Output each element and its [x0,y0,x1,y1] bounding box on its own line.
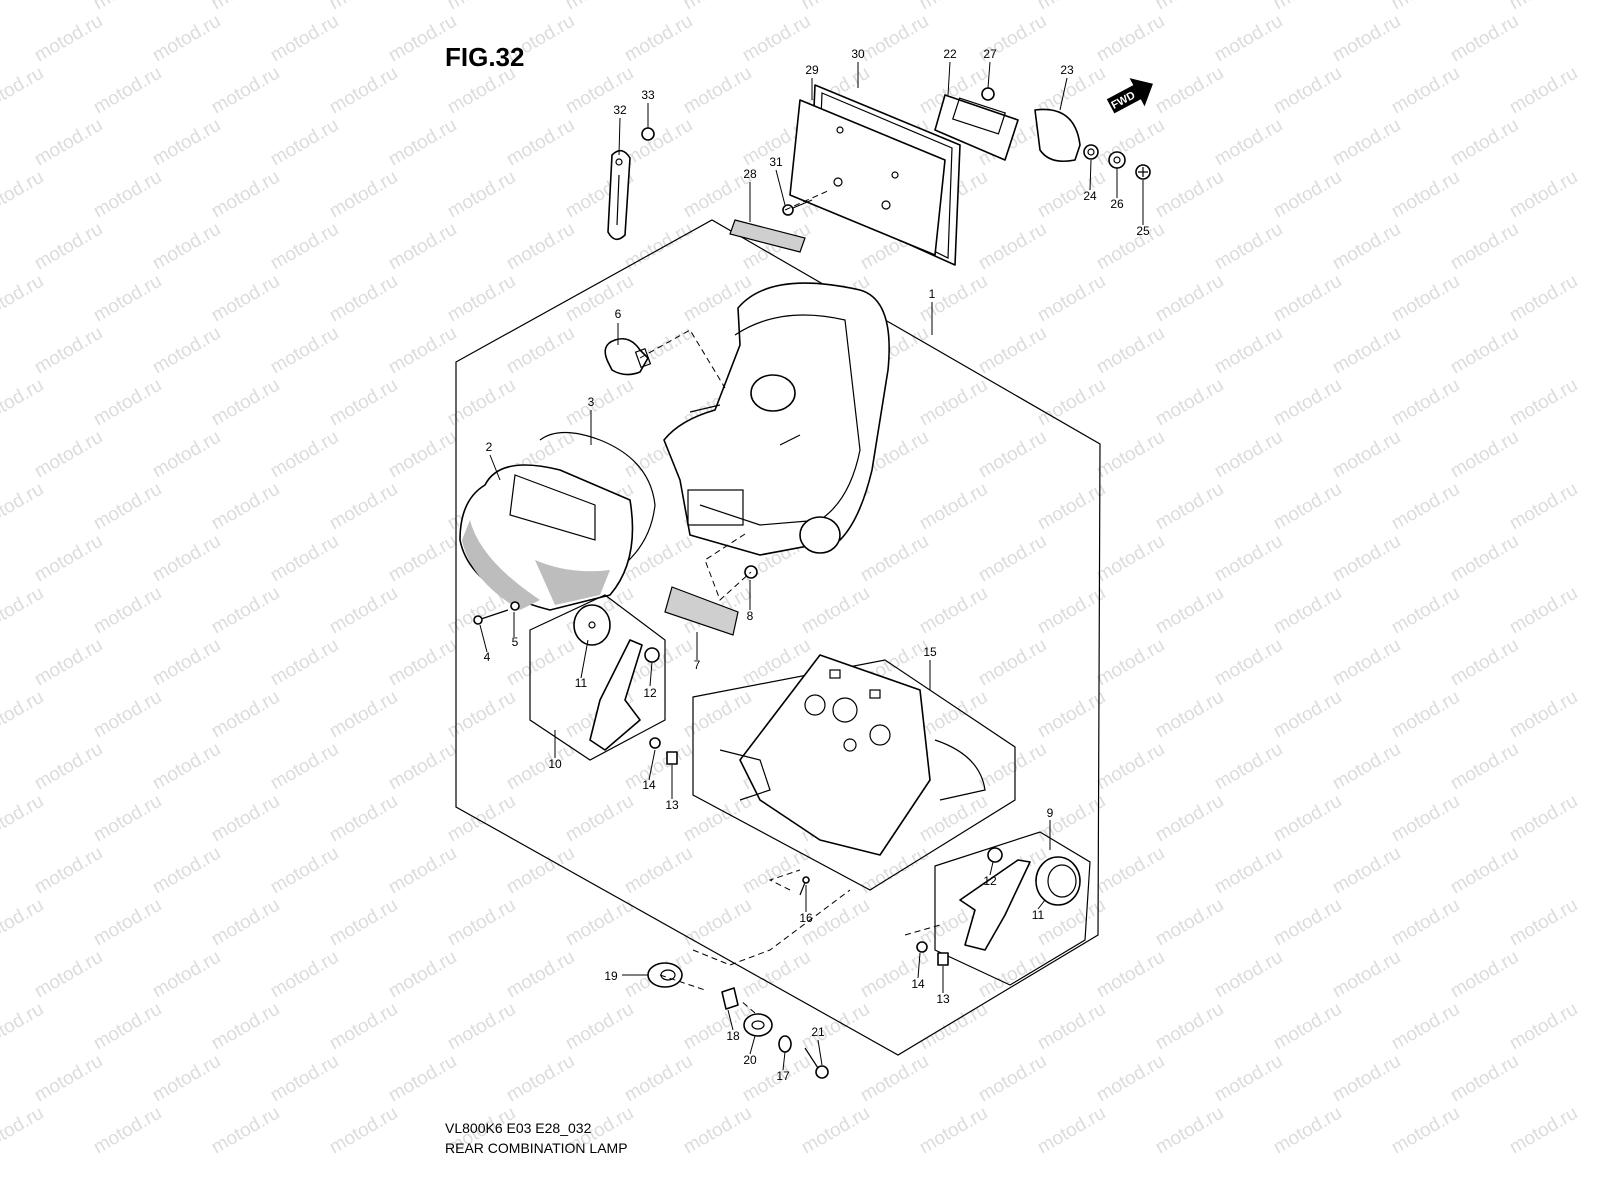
license-lamp-cover [1034,108,1081,163]
callout-8: 8 [747,609,754,623]
nut-12-left [644,647,660,663]
nut-24 [1083,144,1099,160]
callout-2: 2 [486,440,493,454]
nut-12-right [987,847,1003,863]
callout-labels: 1 2 3 4 5 6 7 8 9 10 11 11 12 12 13 13 1… [484,47,1150,1083]
callout-14-right: 14 [911,977,925,991]
collar-18 [721,987,739,1010]
callout-24: 24 [1083,189,1097,203]
assembly-dash-lines [639,189,941,1014]
callout-22: 22 [943,47,957,61]
turn-signal-stay-left [589,639,643,751]
bolt-21 [804,1047,829,1079]
model-code: VL800K6 E03 E28_032 [445,1120,592,1136]
nut-27 [981,87,995,101]
washer-14-left [649,737,661,749]
grommet-19 [647,962,683,988]
figure-caption: REAR COMBINATION LAMP [445,1140,628,1156]
callout-26: 26 [1110,197,1124,211]
callout-33: 33 [641,88,655,102]
leader-lines [479,61,1144,1071]
callout-17: 17 [776,1069,790,1083]
callout-23: 23 [1060,63,1074,77]
reflector-strip-28 [729,219,806,253]
screw-4 [473,609,509,625]
lamp-housing [663,282,890,556]
callout-7: 7 [694,658,701,672]
bracket-strap-32 [607,149,631,241]
tail-lamp-lens-2 [459,464,634,611]
turn-signal-box-right [934,831,1091,986]
figure-title: FIG.32 [445,42,524,72]
callout-20: 20 [743,1053,757,1067]
callout-28: 28 [743,167,757,181]
bolt-25 [1135,164,1151,180]
turn-signal-stay-right [959,859,1031,951]
callout-16: 16 [799,911,813,925]
washer-26 [1108,151,1126,169]
callout-27: 27 [983,47,997,61]
bracket-box [692,659,1016,891]
callout-1: 1 [929,287,936,301]
callout-5: 5 [512,635,519,649]
license-lamp-housing [934,94,1019,161]
callout-14-left: 14 [642,778,656,792]
callout-11-right: 11 [1032,908,1045,922]
bolt-13-left [666,751,678,765]
assembly-frame [455,219,1101,1056]
callout-4: 4 [484,650,491,664]
callout-32: 32 [613,103,627,117]
callout-30: 30 [851,47,865,61]
callout-31: 31 [769,155,783,169]
washer-14-right [916,941,928,953]
callout-11-left: 11 [575,676,588,690]
callout-13-right: 13 [936,992,950,1006]
screw-16 [802,876,810,884]
turn-signal-box-left [529,594,666,761]
callout-3: 3 [588,395,595,409]
washer-33 [641,127,655,141]
callout-29: 29 [805,63,819,77]
callout-9: 9 [1047,806,1054,820]
license-plate-bracket [789,99,946,256]
damper-20 [743,1013,773,1037]
lamp-bracket-15 [719,654,986,856]
callout-25: 25 [1136,224,1150,238]
bolt-13-right [937,952,949,966]
washer-17 [778,1035,792,1053]
callout-15: 15 [923,645,937,659]
reflector-7 [664,586,739,636]
callout-6: 6 [615,307,622,321]
turn-signal-left-11 [573,604,611,646]
callout-12-right: 12 [983,874,997,888]
screw-31 [782,199,813,216]
washer-5 [510,601,520,611]
callout-18: 18 [726,1029,740,1043]
callout-12-left: 12 [643,686,657,700]
turn-signal-right-11 [1035,856,1081,906]
callout-10: 10 [548,757,562,771]
callout-21: 21 [811,1025,825,1039]
callout-19: 19 [604,969,618,983]
callout-13-left: 13 [665,798,679,812]
bulb-6 [604,337,652,376]
